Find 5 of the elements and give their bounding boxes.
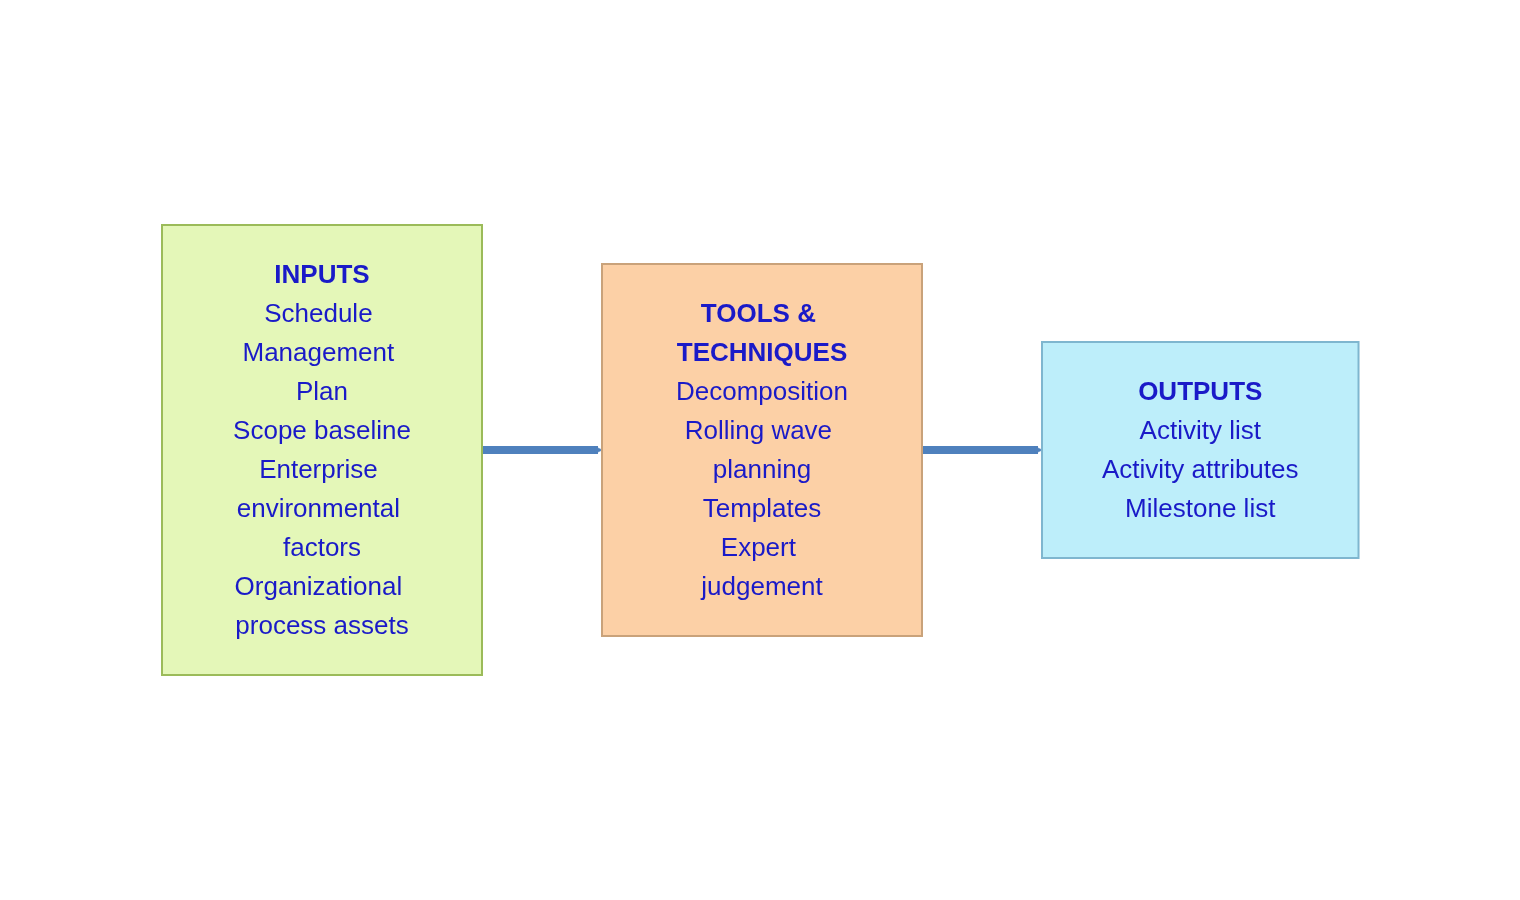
- arrow: [921, 445, 1043, 455]
- node-box: TOOLS & TECHNIQUES Decomposition Rolling wave planning Templates Expert judgement: [600, 263, 923, 637]
- arrow: [481, 445, 603, 455]
- node-box: OUTPUTS Activity list Activity attributes Milestone list: [1040, 341, 1360, 559]
- node-box: INPUTS Schedule Management Plan Scope baseline Enterprise environmental factors Organizational process assets: [160, 224, 483, 676]
